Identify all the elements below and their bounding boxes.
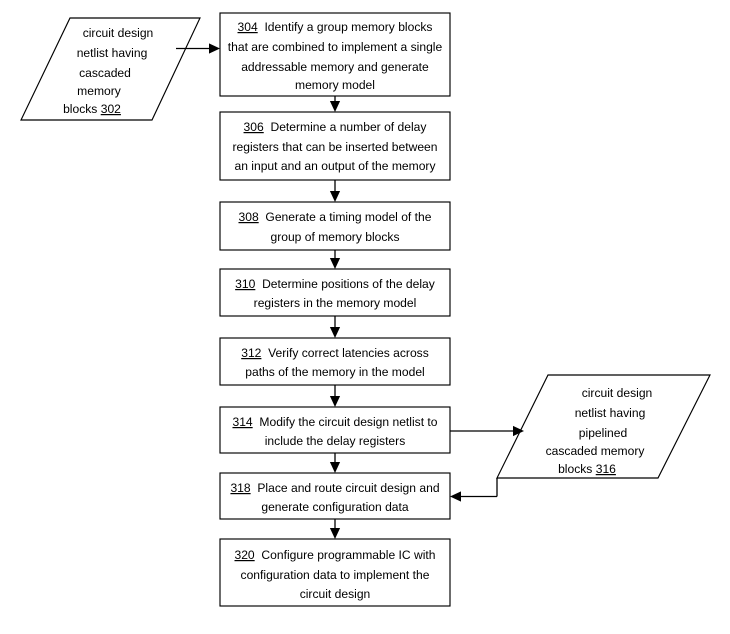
node-302-line-1: netlist having [77, 46, 148, 60]
node-316-line-3: cascaded memory [546, 444, 646, 458]
node-314-line-1: include the delay registers [265, 434, 406, 448]
edge-316-to-318 [450, 478, 498, 502]
edge-304-to-306 [329, 96, 341, 112]
node-318[interactable]: 318 Place and route circuit design and g… [219, 472, 451, 520]
node-320-line-1: configuration data to implement the [241, 568, 430, 582]
node-314-line-0: 314 Modify the circuit design netlist to [232, 415, 437, 429]
edge-314-to-318 [329, 453, 341, 473]
edge-310-to-312 [329, 316, 341, 338]
edge-312-to-314 [329, 385, 341, 407]
node-316-line-1: netlist having [575, 406, 646, 420]
node-308-line-0: 308 Generate a timing model of the [239, 210, 432, 224]
node-320-line-0: 320 Configure programmable IC with [234, 548, 435, 562]
parallelogram-316 [496, 374, 711, 479]
box-308 [219, 201, 451, 251]
parallelogram-302 [20, 17, 201, 121]
node-304[interactable]: 304 Identify a group memory blocks that … [219, 12, 451, 97]
node-302[interactable]: circuit design netlist having cascaded m… [20, 17, 201, 121]
edge-318-to-320 [329, 519, 341, 539]
node-314[interactable]: 314 Modify the circuit design netlist to… [219, 406, 451, 454]
node-310-line-1: registers in the memory model [254, 296, 417, 310]
node-316-line-4: blocks 316 [558, 462, 616, 476]
edge-308-to-310 [329, 250, 341, 269]
box-314 [219, 406, 451, 454]
node-302-line-4: blocks 302 [63, 102, 121, 116]
node-318-line-0: 318 Place and route circuit design and [230, 481, 439, 495]
edge-314-to-316 [450, 425, 524, 437]
node-312-line-1: paths of the memory in the model [245, 365, 424, 379]
node-306[interactable]: 306 Determine a number of delay register… [219, 111, 451, 181]
node-302-line-2: cascaded [79, 66, 131, 80]
node-316-line-0: circuit design [582, 386, 653, 400]
node-318-line-1: generate configuration data [261, 500, 409, 514]
edge-306-to-308 [329, 180, 341, 202]
node-320-line-2: circuit design [300, 587, 371, 601]
box-320 [219, 538, 451, 607]
node-316[interactable]: circuit design netlist having pipelined … [496, 374, 711, 479]
node-304-line-3: memory model [295, 78, 375, 92]
node-304-line-2: addressable memory and generate [241, 60, 429, 74]
node-310[interactable]: 310 Determine positions of the delay reg… [219, 268, 451, 317]
node-306-line-1: registers that can be inserted between [232, 140, 437, 154]
node-304-line-0: 304 Identify a group memory blocks [238, 20, 433, 34]
node-306-line-0: 306 Determine a number of delay [244, 120, 428, 134]
node-306-line-2: an input and an output of the memory [234, 159, 436, 173]
box-312 [219, 337, 451, 386]
node-320[interactable]: 320 Configure programmable IC with confi… [219, 538, 451, 607]
node-308[interactable]: 308 Generate a timing model of the group… [219, 201, 451, 251]
node-312[interactable]: 312 Verify correct latencies across path… [219, 337, 451, 386]
node-310-line-0: 310 Determine positions of the delay [235, 277, 436, 291]
edge-302-to-304 [176, 43, 220, 54]
node-302-line-3: memory [77, 84, 122, 98]
node-304-line-1: that are combined to implement a single [228, 40, 443, 54]
box-310 [219, 268, 451, 317]
box-318 [219, 472, 451, 520]
node-308-line-1: group of memory blocks [270, 230, 399, 244]
node-302-line-0: circuit design [83, 26, 154, 40]
node-316-line-2: pipelined [579, 426, 627, 440]
box-304 [219, 12, 451, 97]
node-312-line-0: 312 Verify correct latencies across [241, 346, 429, 360]
